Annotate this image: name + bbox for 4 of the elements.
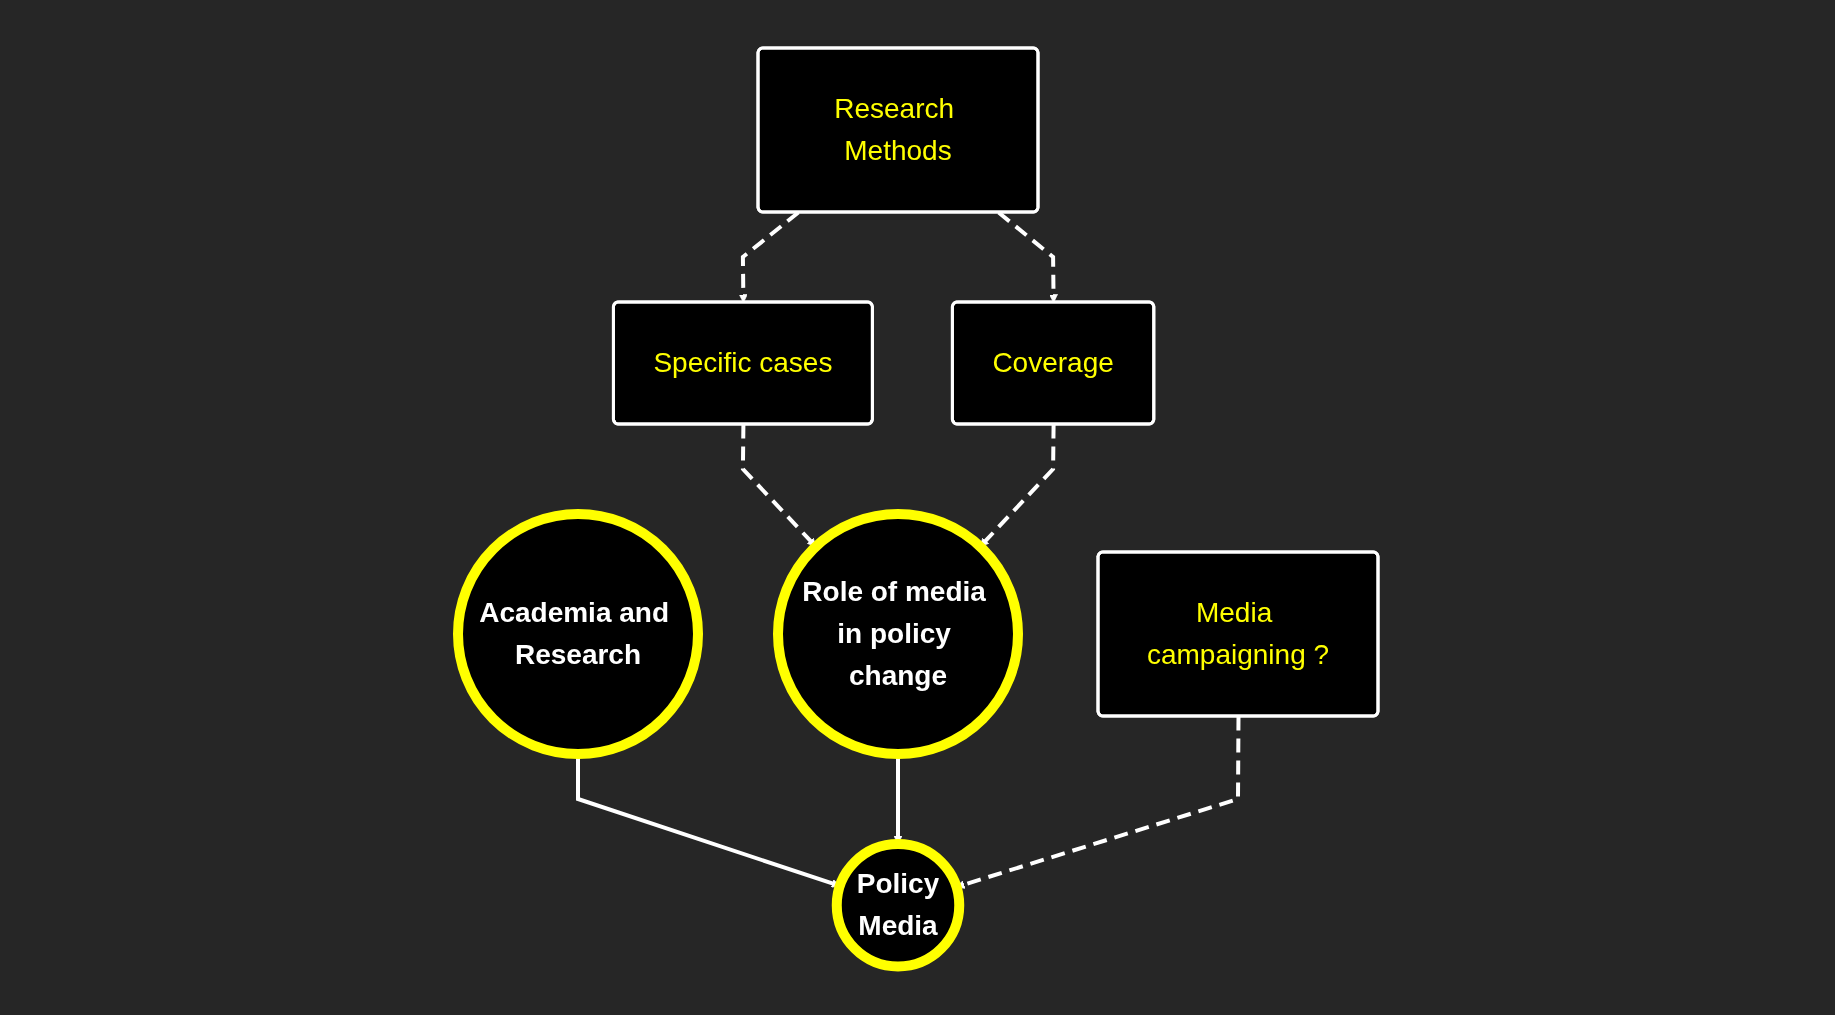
node-circle: Policy Media: [831, 839, 964, 972]
node-circle: Role of media in policy change: [772, 509, 1023, 760]
node-circle: Academia and Research: [452, 509, 703, 760]
arrow: [740, 424, 816, 548]
